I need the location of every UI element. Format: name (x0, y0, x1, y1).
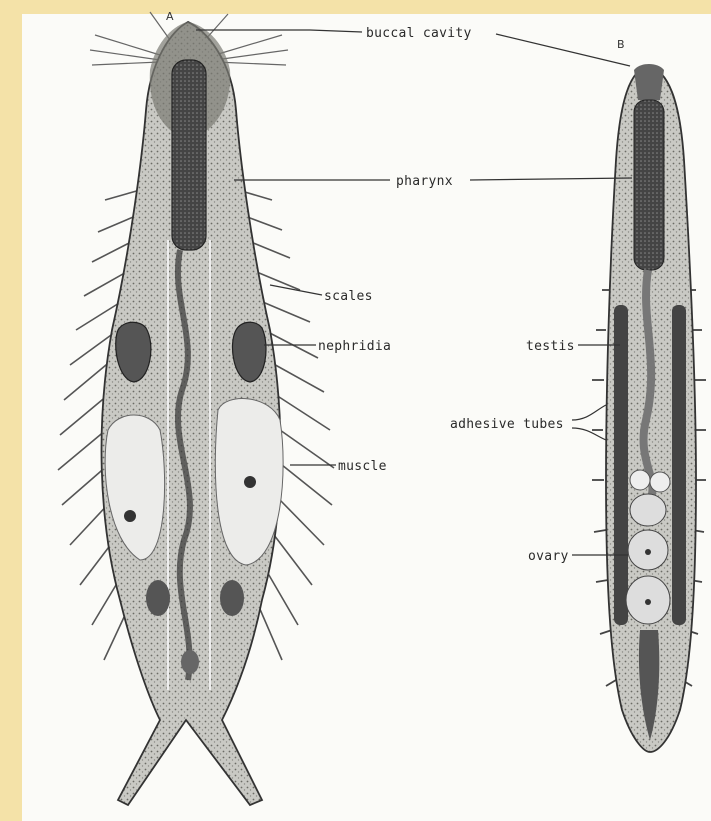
label-ovary: ovary (528, 549, 569, 564)
pharynx-a (172, 60, 206, 250)
specimen-b (592, 64, 706, 752)
label-testis: testis (526, 339, 575, 354)
label-muscle: muscle (338, 459, 387, 474)
panel-label-b: B (617, 38, 625, 51)
label-nephridia: nephridia (318, 339, 391, 354)
specimen-a (58, 12, 334, 805)
pharynx-b (634, 100, 664, 270)
label-adhesive-tubes: adhesive tubes (450, 417, 564, 432)
panel-label-a: A (166, 10, 174, 23)
label-scales: scales (324, 289, 373, 304)
label-buccal-cavity: buccal cavity (366, 26, 472, 41)
label-pharynx: pharynx (396, 174, 453, 189)
